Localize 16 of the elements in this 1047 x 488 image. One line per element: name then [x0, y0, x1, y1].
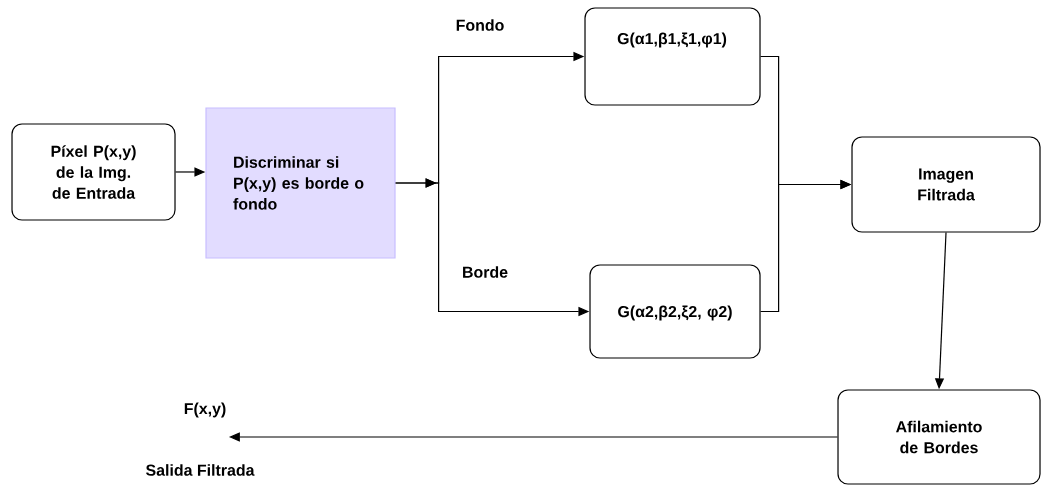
- edge-label: Borde: [461, 265, 510, 279]
- process-box: [589, 264, 761, 359]
- edge-label: Fondo: [454, 18, 506, 32]
- process-box: [205, 107, 396, 259]
- box-text: Imagen Filtrada: [918, 168, 975, 201]
- process-box: [837, 389, 1041, 485]
- box-text: Píxel P(x,y) de la Img. de Entrada: [51, 145, 136, 199]
- output-caption: Salida Filtrada: [146, 464, 255, 476]
- box-text: G(α1,β1,ξ1,φ1): [617, 32, 727, 48]
- box-text: Afilamiento de Bordes: [896, 420, 982, 454]
- box-text: Discriminar si P(x,y) es borde o fondo: [233, 156, 364, 210]
- process-box: [11, 123, 176, 221]
- process-box: [851, 136, 1041, 233]
- process-box: [584, 7, 761, 106]
- box-text: G(α2,β2,ξ2, φ2): [618, 305, 732, 321]
- output-label: F(x,y): [184, 402, 226, 418]
